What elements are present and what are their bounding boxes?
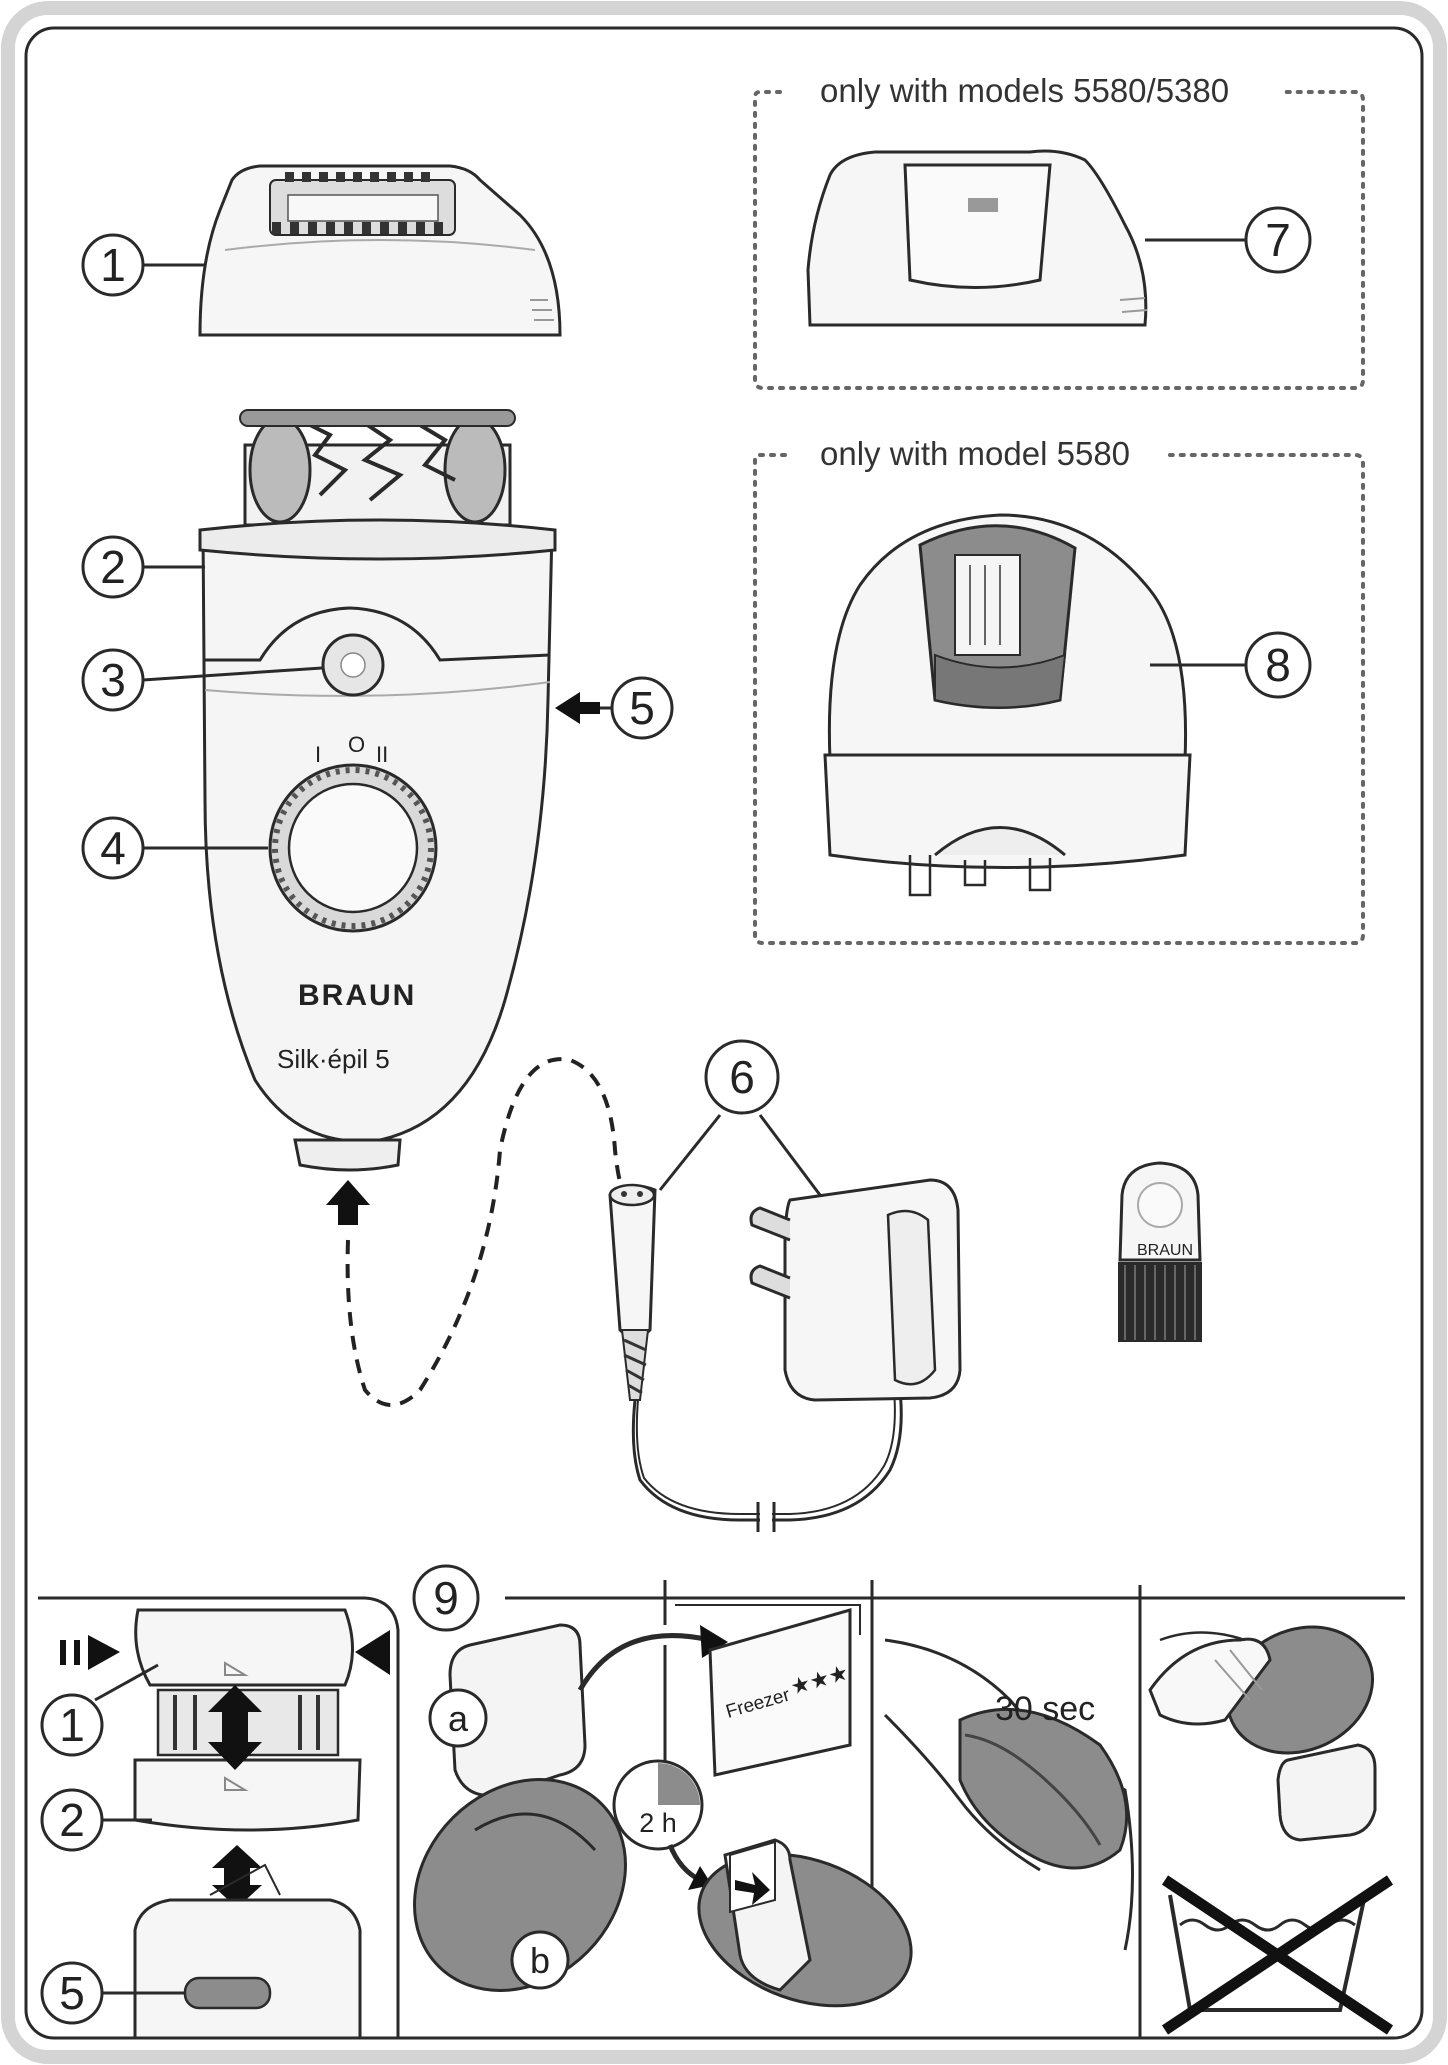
svg-text:5: 5 [629, 682, 655, 734]
svg-text:7: 7 [1265, 214, 1291, 266]
note-model-5580: only with model 5580 [820, 435, 1130, 472]
svg-text:8: 8 [1265, 639, 1291, 691]
callout-7: 7 [1145, 208, 1310, 272]
inset-head-removal [60, 1610, 390, 2038]
note-models-5580-5380: only with models 5580/5380 [820, 72, 1229, 109]
glove-with-pad [678, 1827, 933, 2034]
timer-2h: 2 h [614, 1761, 712, 1890]
no-machine-wash-icon [1165, 1880, 1390, 2030]
socket-side-arrow [555, 692, 600, 724]
svg-text:6: 6 [729, 1051, 755, 1103]
svg-text:5: 5 [59, 1967, 85, 2019]
inset-release-button [185, 1978, 270, 2008]
svg-text:9: 9 [433, 1572, 459, 1624]
step-a-label: a [448, 1698, 469, 1739]
epilation-cap-part [200, 166, 560, 335]
svg-text:2: 2 [100, 541, 126, 593]
callout-5: 5 [600, 678, 672, 738]
svg-text:4: 4 [100, 822, 126, 874]
timer-duration: 2 h [639, 1808, 677, 1838]
shaver-part-8 [825, 515, 1190, 895]
device-brand: BRAUN [298, 979, 416, 1012]
tweezer-head [240, 410, 515, 525]
svg-text:3: 3 [100, 654, 126, 706]
switch-position-I: I [315, 742, 321, 767]
cleaning-brush: BRAUN [1118, 1163, 1202, 1342]
callout-1: 1 [83, 235, 205, 295]
plug-in-arrow [326, 1180, 370, 1225]
svg-text:1: 1 [59, 1699, 85, 1751]
callout-6: 6 [706, 1041, 778, 1113]
svg-text:2: 2 [59, 1794, 85, 1846]
remove-pad-illustration [1150, 1604, 1393, 1840]
switch-position-O: O [348, 732, 365, 757]
cap-part-7 [808, 151, 1147, 325]
switch-position-II: II [376, 742, 388, 767]
cooling-time: 30 sec [995, 1690, 1095, 1728]
charger [610, 1115, 960, 1532]
callout-9: 9 [414, 1566, 1405, 1630]
brush-brand: BRAUN [1137, 1242, 1193, 1259]
leg-cooling-30sec: 30 sec [885, 1640, 1133, 1950]
step-b-label: b [530, 1940, 550, 1981]
svg-text:1: 1 [100, 239, 126, 291]
callout-2: 2 [83, 537, 205, 597]
inset-callout-1: 1 [42, 1665, 158, 1755]
epilator-device: I O II BRAUN Silk·épil 5 [200, 410, 555, 1170]
device-model: Silk·épil 5 [277, 1044, 390, 1074]
